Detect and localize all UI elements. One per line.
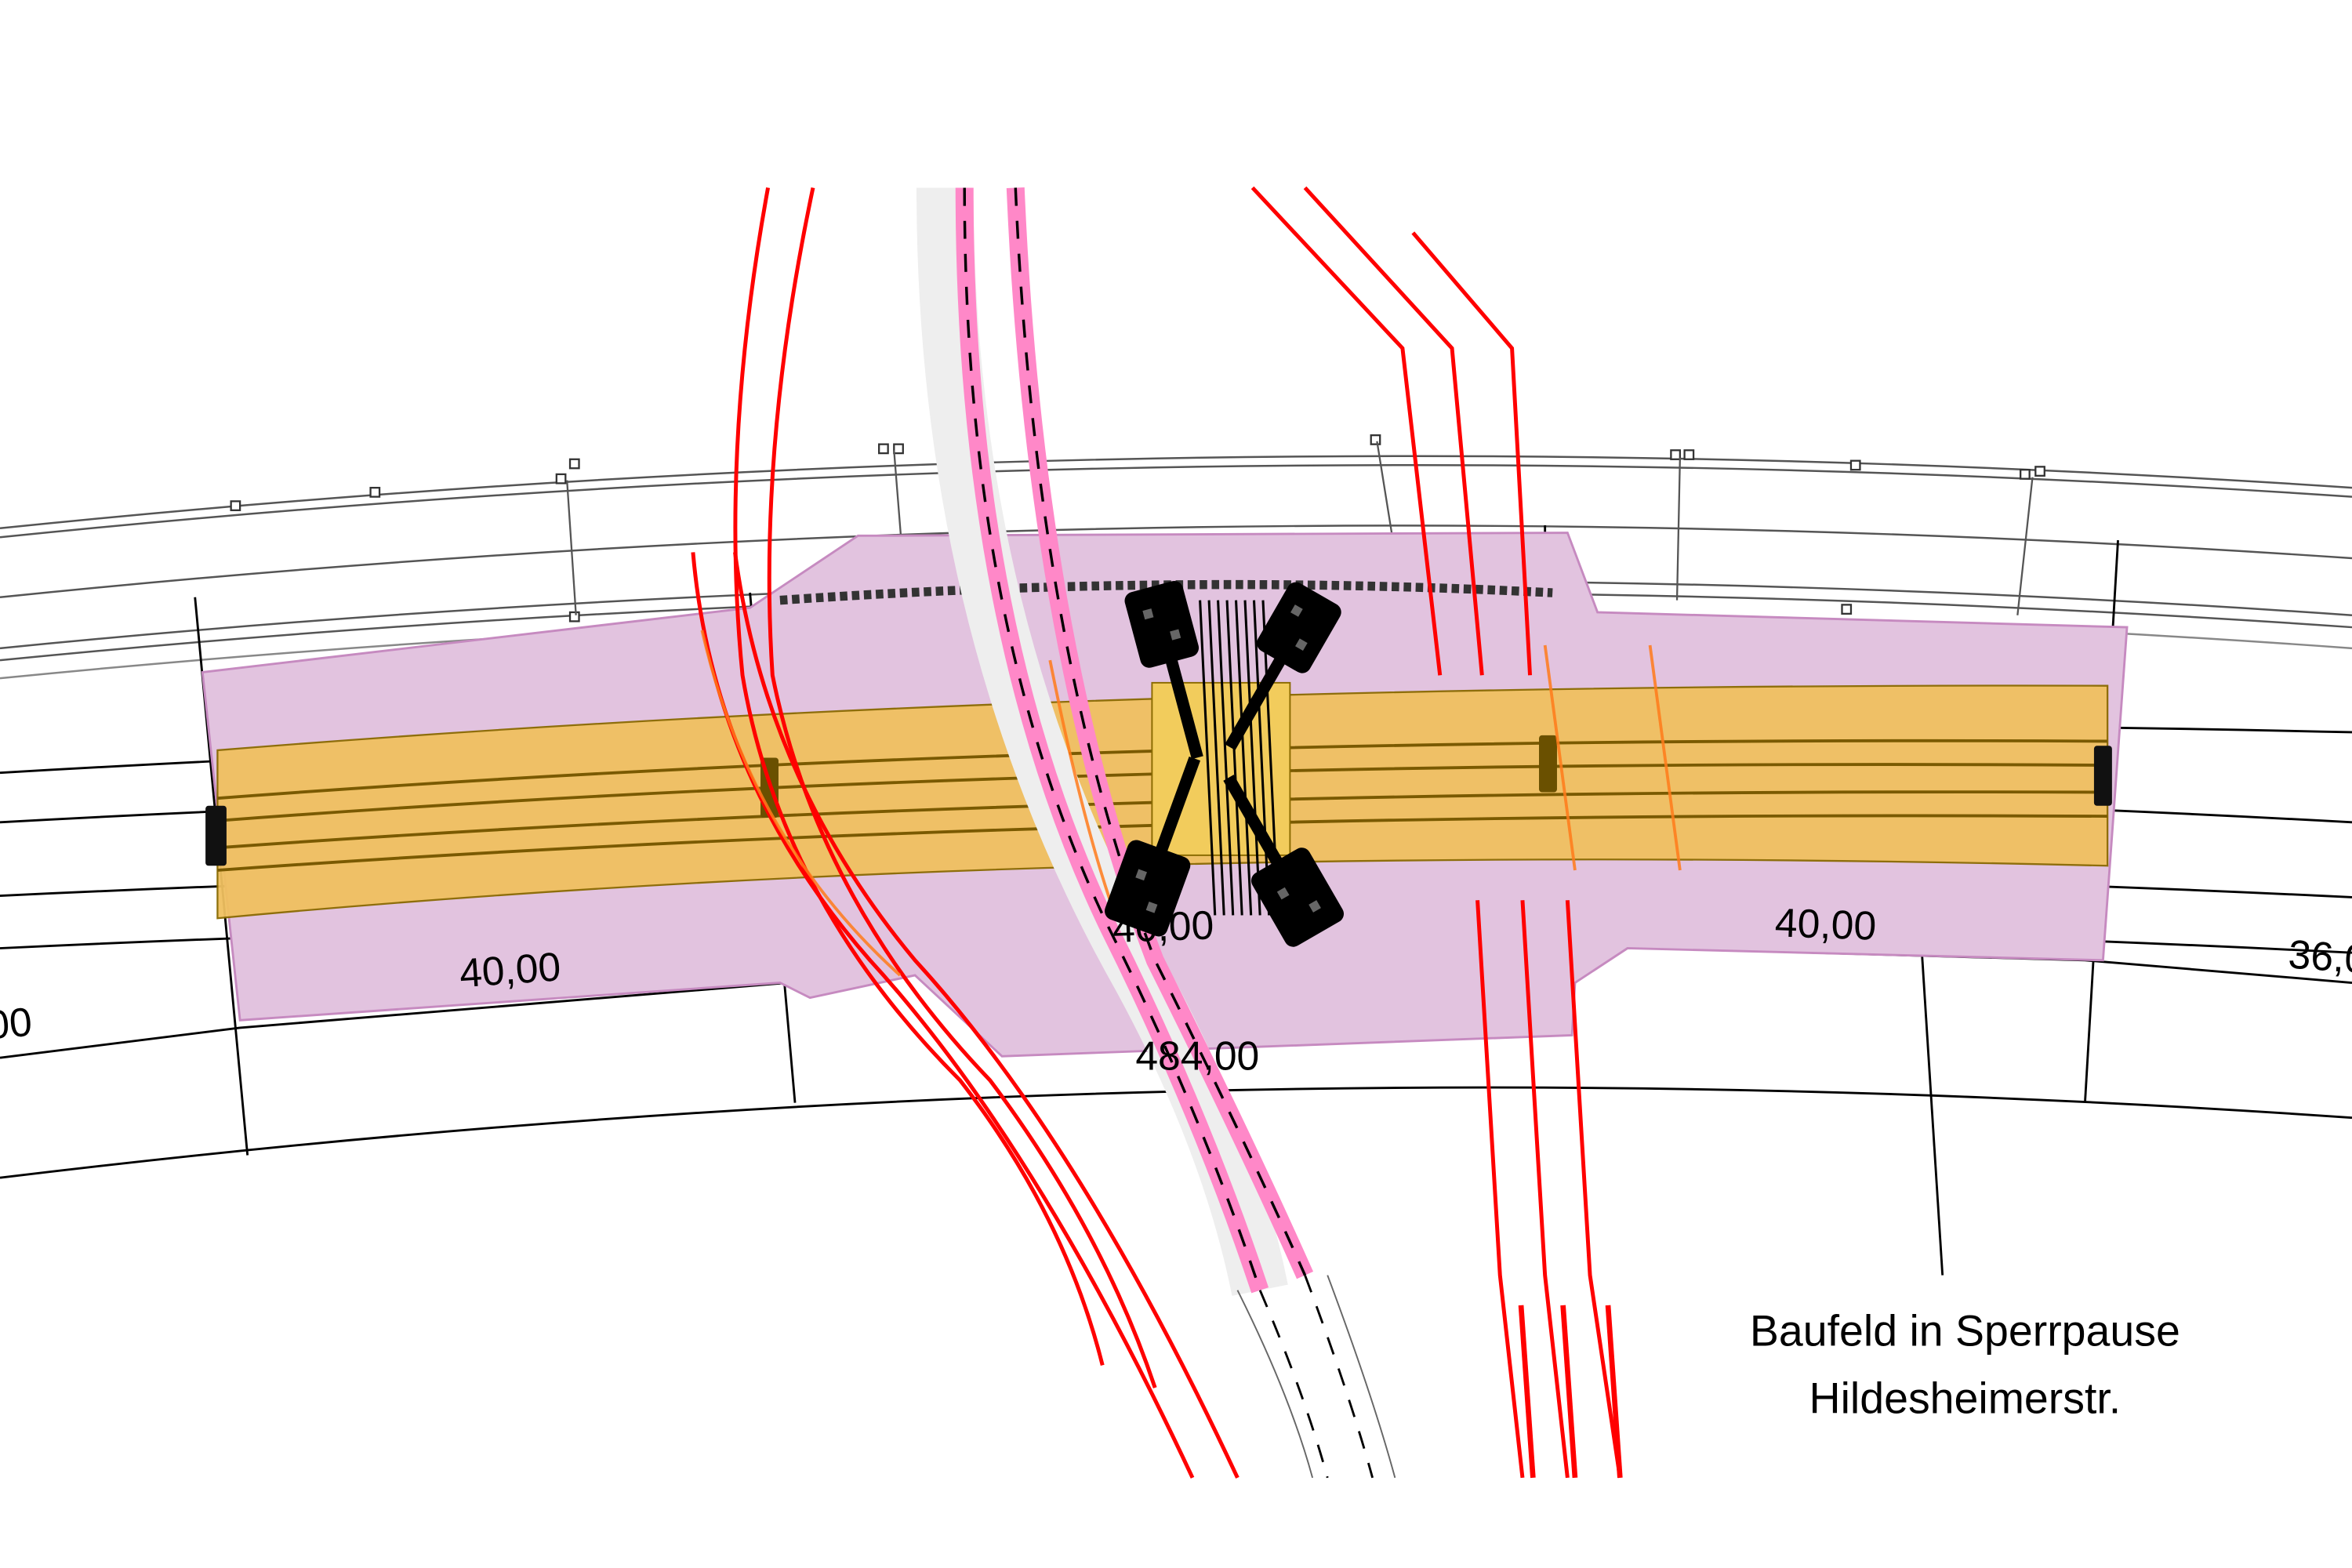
orange-lines xyxy=(700,630,1682,977)
crane-machine-icon xyxy=(1225,582,1341,750)
dimension-right-segment: 40,00 xyxy=(1774,899,1877,948)
caption-line-2: Hildesheimerstr. xyxy=(1809,1374,2122,1423)
deck-hatching xyxy=(1199,600,1279,916)
crane-machine-icon xyxy=(1124,580,1203,760)
dimension-right-edge: 36,00 xyxy=(2287,931,2352,983)
caption-line-1: Baufeld in Sperrpause xyxy=(1750,1307,2180,1356)
dimension-total-length: 484,00 xyxy=(1135,1033,1259,1078)
crane-machine-icon xyxy=(1223,775,1345,947)
dimension-left-segment: 40,00 xyxy=(458,943,562,996)
road-posts xyxy=(230,434,2045,622)
crane-machine-icon xyxy=(1105,756,1201,937)
dimension-left-edge: 40,00 xyxy=(0,999,34,1053)
